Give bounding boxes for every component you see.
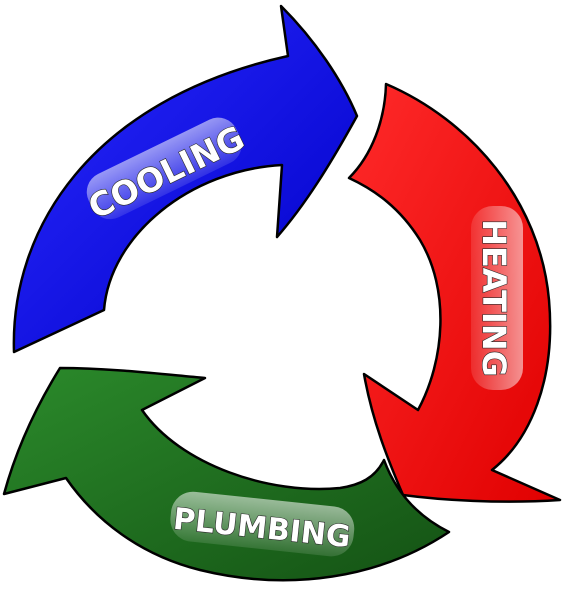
heating-arrow-body bbox=[347, 82, 562, 503]
cooling-arrow: COOLING bbox=[12, 4, 359, 354]
plumbing-arrow: PLUMBING bbox=[2, 366, 451, 582]
heating-arrow: HEATING bbox=[347, 82, 562, 503]
heating-label: HEATING bbox=[475, 219, 513, 377]
plumbing-label-highlight bbox=[170, 491, 355, 557]
cooling-label-highlight bbox=[86, 117, 242, 220]
heating-label-highlight bbox=[471, 206, 523, 390]
